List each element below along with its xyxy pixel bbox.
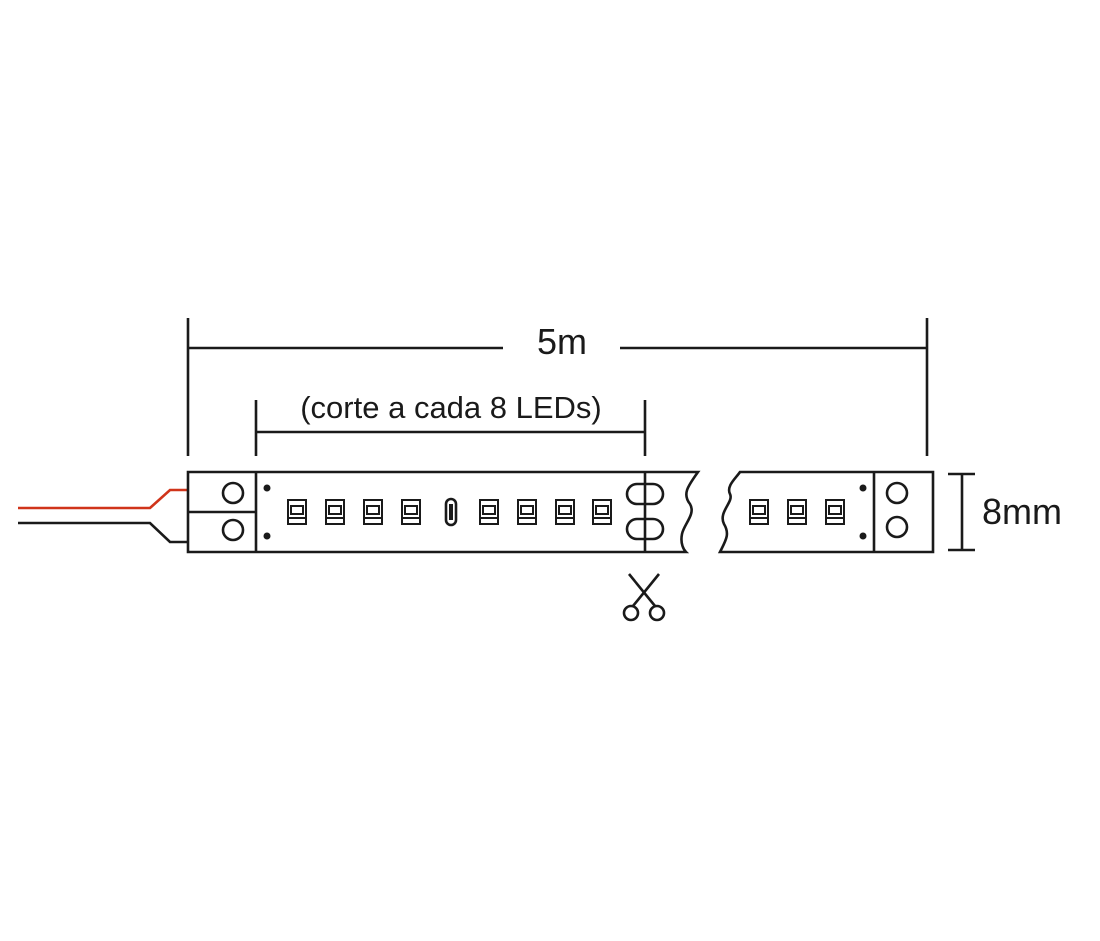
connector-left [188, 472, 271, 552]
led-chip [592, 499, 612, 525]
led-row-left [287, 499, 612, 525]
polarity-dot-top-right [859, 484, 867, 492]
led-row-right [749, 499, 845, 525]
polarity-dot-bottom [263, 532, 271, 540]
connector-right [859, 472, 909, 552]
led-chip [825, 499, 845, 525]
wire-positive [18, 488, 188, 510]
strip-segment-right [717, 470, 935, 554]
polarity-dot-top [263, 484, 271, 492]
solder-pad-bottom [625, 517, 665, 541]
resistor [444, 497, 458, 527]
led-chip [401, 499, 421, 525]
wire-negative [18, 521, 188, 544]
led-chip [517, 499, 537, 525]
strip-segment-left [186, 470, 701, 554]
connector-right-pin-bottom [885, 515, 909, 539]
polarity-dot-bottom-right [859, 532, 867, 540]
led-chip [325, 499, 345, 525]
cut-point-pads [625, 472, 665, 552]
led-chip [749, 499, 769, 525]
connector-right-pin-top [885, 481, 909, 505]
connector-left-pin-top [221, 481, 245, 505]
led-chip [363, 499, 383, 525]
length-dimension: 5m [186, 318, 929, 456]
width-label: 8mm [982, 491, 1062, 532]
led-chip [287, 499, 307, 525]
input-wires [18, 488, 188, 544]
scissors-icon [622, 573, 666, 622]
led-chip [479, 499, 499, 525]
width-dimension: 8mm [948, 472, 1062, 552]
solder-pad-top [625, 482, 665, 506]
led-chip [787, 499, 807, 525]
connector-left-pin-bottom [221, 518, 245, 542]
cut-interval-dimension: (corte a cada 8 LEDs) [254, 390, 647, 456]
led-chip [555, 499, 575, 525]
cut-interval-label: (corte a cada 8 LEDs) [300, 390, 602, 425]
length-label: 5m [537, 321, 587, 362]
